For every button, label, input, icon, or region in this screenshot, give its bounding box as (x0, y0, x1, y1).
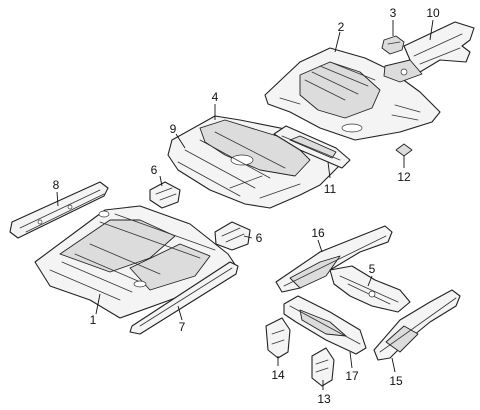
callout-17: 17 (345, 369, 359, 383)
leader-17 (349, 351, 353, 369)
leader-5 (367, 275, 373, 287)
part-3-bracket (381, 35, 405, 55)
callout-8: 8 (53, 178, 60, 192)
callout-3: 3 (390, 6, 397, 20)
callout-11: 11 (324, 182, 337, 196)
part-7-side-sill (129, 261, 239, 335)
part-6-bracket-upper (149, 181, 181, 209)
part-12-clip (395, 143, 413, 157)
callout-4: 4 (212, 90, 219, 104)
part-1-front-floor (34, 205, 237, 319)
leader-2 (334, 31, 341, 53)
part-15-side-member (373, 289, 461, 361)
leader-6a (159, 175, 163, 187)
leader-16 (317, 239, 323, 253)
callout-12: 12 (397, 170, 411, 184)
callout-5: 5 (369, 262, 376, 276)
leader-8 (56, 191, 59, 207)
leader-15 (391, 357, 396, 373)
leader-6b (243, 235, 253, 239)
leader-7 (177, 305, 183, 321)
part-13-bracket (311, 347, 335, 387)
leader-lines (56, 19, 434, 390)
callout-1: 1 (90, 313, 97, 327)
part-10-rear-crossmember (383, 21, 475, 83)
part-14-bracket (265, 317, 291, 359)
part-11-crossmember (273, 125, 351, 169)
callout-2: 2 (338, 20, 345, 34)
callout-7: 7 (179, 320, 186, 334)
part-5-bracket (329, 265, 411, 313)
part-4-center-floor (167, 115, 341, 209)
part-2-rear-floor-pan (264, 47, 441, 141)
part-16-side-member (275, 225, 393, 293)
callout-6-lower: 6 (256, 231, 263, 245)
callout-6-upper: 6 (151, 163, 158, 177)
callout-labels: 1 2 3 4 5 6 6 7 8 9 10 11 12 13 14 15 16… (53, 6, 440, 406)
part-8-side-sill (9, 181, 109, 239)
leader-9 (175, 133, 186, 149)
callout-10: 10 (426, 6, 440, 20)
callout-13: 13 (317, 392, 331, 406)
leader-11 (327, 161, 331, 179)
leader-1 (95, 293, 101, 315)
part-17-side-member (283, 295, 367, 355)
callout-9: 9 (170, 122, 177, 136)
callout-14: 14 (271, 368, 285, 382)
callout-15: 15 (389, 374, 403, 388)
callout-16: 16 (311, 226, 325, 240)
leader-10 (429, 19, 434, 41)
